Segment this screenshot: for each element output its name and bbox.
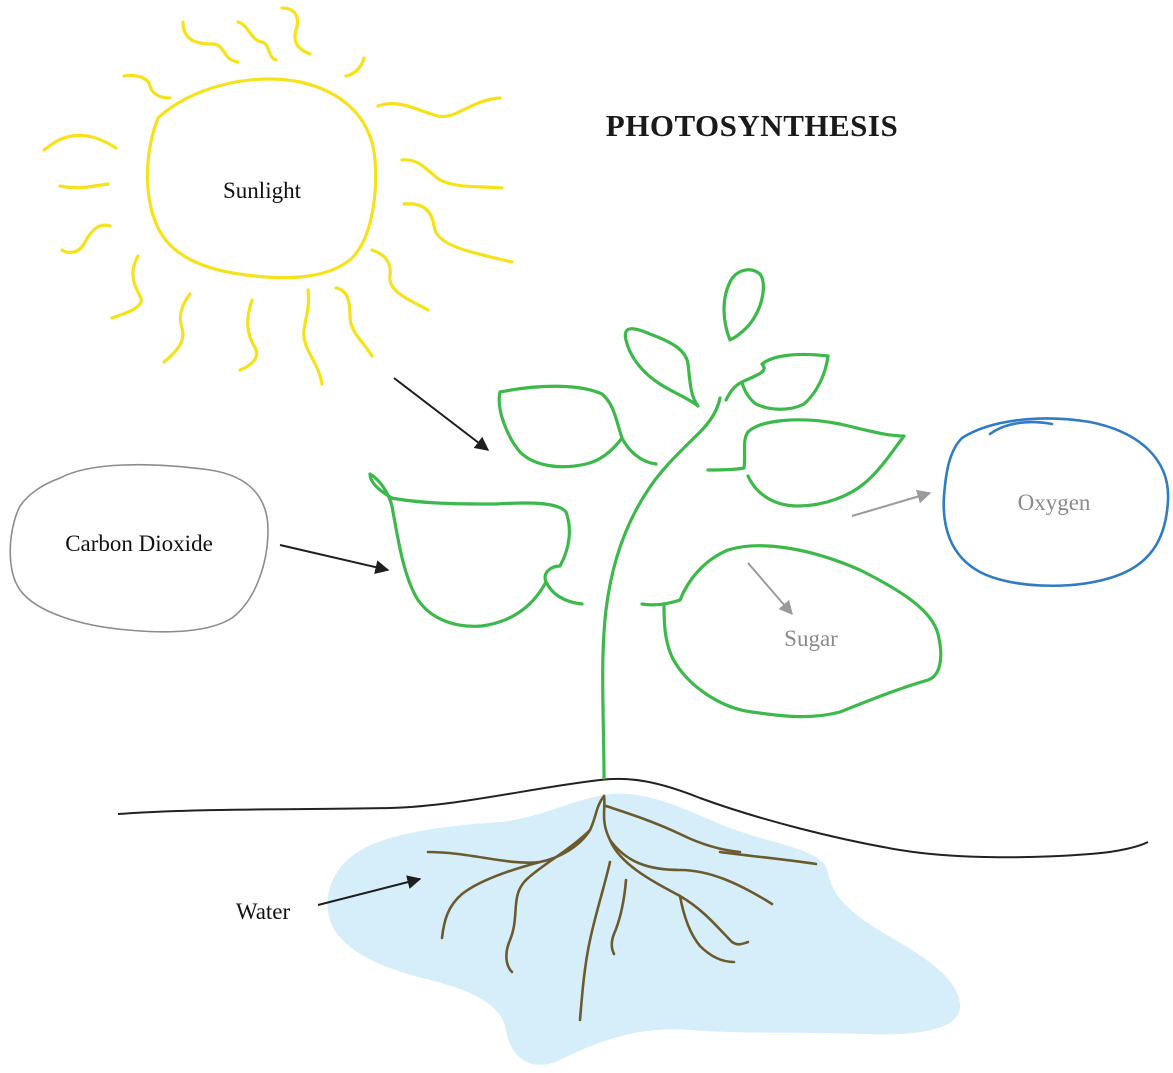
diagram-title: PHOTOSYNTHESIS: [606, 108, 898, 143]
sun-ray: [164, 294, 190, 362]
sunlight-label: Sunlight: [223, 178, 302, 203]
sunlight-arrow: [394, 378, 488, 450]
sun-ray: [240, 300, 257, 370]
sun-ray: [44, 136, 116, 151]
sun-ray: [304, 290, 322, 384]
leaf: [370, 474, 582, 626]
oxygen-label: Oxygen: [1018, 490, 1091, 515]
plant-stem: [603, 398, 720, 778]
leaf: [726, 354, 828, 409]
sun-ray: [404, 204, 512, 262]
leaf: [499, 386, 656, 466]
sun-ray: [124, 75, 170, 98]
sun-ray: [183, 22, 238, 62]
leaf: [625, 329, 698, 406]
sun-ray: [346, 58, 364, 76]
sun-ray: [62, 225, 110, 252]
plant-icon: [370, 270, 941, 778]
leaf: [708, 420, 904, 506]
sun-ray: [378, 98, 500, 117]
carbon-dioxide-label: Carbon Dioxide: [65, 531, 213, 556]
sun-ray: [60, 184, 108, 188]
sun-ray: [238, 22, 276, 60]
sun-ray: [112, 256, 141, 318]
sun-ray: [336, 288, 372, 356]
oxygen-arrow: [852, 493, 930, 516]
sun-ray: [372, 250, 428, 310]
water-pool: [327, 794, 960, 1065]
sugar-label: Sugar: [784, 626, 838, 651]
leaf: [724, 270, 763, 340]
water-label: Water: [236, 899, 291, 924]
sun-ray: [402, 160, 502, 188]
sugar-arrow: [748, 563, 792, 614]
sun-ray: [282, 8, 310, 54]
carbon-dioxide-arrow: [280, 545, 388, 570]
